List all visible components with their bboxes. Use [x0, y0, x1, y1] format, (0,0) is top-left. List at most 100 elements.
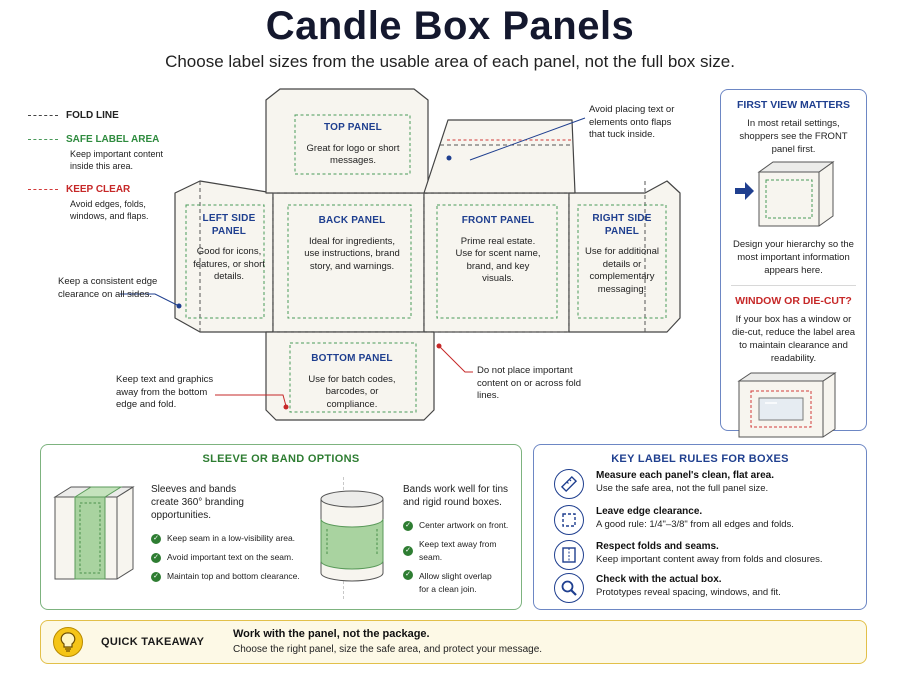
bottom-panel-label: BOTTOM PANEL Use for batch codes, barcod… [302, 353, 402, 411]
quick-takeaway-bar: QUICK TAKEAWAY Work with the panel, not … [40, 620, 867, 664]
leader-flaps [469, 117, 586, 161]
legend: FOLD LINE SAFE LABEL AREA Keep important… [28, 110, 168, 222]
safe-area-front [436, 204, 558, 319]
back-panel-desc: Ideal for ingredients, use instructions,… [304, 235, 400, 272]
check-item-text: Keep seam in a low-visibility area. [167, 533, 296, 543]
legend-fold-label: FOLD LINE [66, 110, 119, 121]
check-item-text: Maintain top and bottom clearance. [167, 571, 300, 581]
safe-area-left [185, 204, 265, 319]
safe-area-bottom [289, 342, 417, 413]
right-side-panel-shape [568, 180, 681, 333]
rule-desc: Keep important content away from folds a… [596, 554, 823, 565]
rule-item: Leave edge clearance. A good rule: 1/4"–… [554, 505, 794, 535]
check-item-text: Avoid important text on the seam. [167, 552, 294, 562]
check-icon: ✓ [403, 546, 413, 556]
sleeve-left-checklist: ✓ Keep seam in a low-visibility area. ✓ Av… [151, 532, 300, 583]
front-panel-desc: Prime real estate. Use for scent name, b… [455, 235, 541, 285]
note-edge-clearance: Keep a consistent edge clearance on all … [58, 276, 158, 300]
page-title: Candle Box Panels [265, 4, 635, 48]
check-icon: ✓ [403, 570, 413, 580]
legend-clear-desc: Avoid edges, folds, windows, and flaps. [70, 199, 149, 221]
sleeve-left-column: Sleeves and bands create 360° branding o… [151, 483, 300, 589]
check-icon: ✓ [151, 533, 161, 544]
keep-clear-swatch [28, 189, 58, 190]
note-flaps: Avoid placing text or elements onto flap… [589, 104, 675, 140]
bottom-panel-desc: Use for batch codes, barcodes, or compli… [308, 373, 396, 410]
leader-bottom [215, 394, 287, 407]
sleeve-right-text: Bands work well for tins and rigid round… [403, 484, 509, 508]
legend-fold-line: FOLD LINE [28, 110, 168, 121]
leader-edge [120, 293, 180, 307]
leader-dot [176, 303, 182, 309]
front-box-illustration [721, 160, 866, 238]
rule-item: Respect folds and seams. Keep important … [554, 540, 823, 570]
round-tin-illustration [320, 490, 384, 582]
rule-title: Leave edge clearance. [596, 506, 703, 517]
first-view-hierarchy-text: Design your hierarchy so the most import… [733, 239, 854, 276]
top-panel-title: TOP PANEL [324, 122, 382, 133]
sleeve-title: SLEEVE OR BAND OPTIONS [202, 453, 360, 465]
front-panel-title: FRONT PANEL [461, 215, 535, 226]
check-item: ✓ Allow slight overlap for a clean join. [403, 570, 513, 596]
right-panel-label: RIGHT SIDE PANEL Use for additional deta… [574, 213, 670, 296]
sleeve-right-column: Bands work well for tins and rigid round… [403, 483, 513, 602]
crop-frame-icon [554, 505, 584, 535]
back-panel-label: BACK PANEL Ideal for ingredients, use in… [302, 215, 402, 273]
first-view-text: In most retail settings, shoppers see th… [739, 118, 848, 155]
check-item: ✓ Keep text away from seam. [403, 538, 513, 564]
sleeve-box-illustration [53, 486, 135, 580]
label-rules-card: KEY LABEL RULES FOR BOXES Measure each p… [533, 444, 867, 610]
legend-safe-label: SAFE LABEL AREA [66, 134, 160, 145]
legend-keep-clear: KEEP CLEAR [28, 184, 168, 195]
page-subtitle: Choose label sizes from the usable area … [165, 52, 735, 71]
rule-title: Measure each panel's clean, flat area. [596, 470, 775, 481]
takeaway-label: QUICK TAKEAWAY [101, 636, 205, 648]
rule-desc: A good rule: 1/4"–3/8" from all edges an… [596, 519, 794, 530]
box-window-icon [737, 372, 837, 438]
right-panel-title: RIGHT SIDE PANEL [592, 213, 652, 237]
leader-dot [283, 404, 289, 410]
window-title: WINDOW OR DIE-CUT? [735, 295, 852, 307]
legend-safe-area: SAFE LABEL AREA [28, 134, 168, 145]
back-panel-title: BACK PANEL [318, 215, 386, 226]
sleeve-right-checklist: ✓ Center artwork on front. ✓ Keep text awa… [403, 519, 513, 596]
rule-desc: Use the safe area, not the full panel si… [596, 483, 769, 494]
leader-dot [436, 343, 442, 349]
takeaway-sub: Choose the right panel, size the safe ar… [233, 644, 543, 655]
magnifier-icon [554, 573, 584, 603]
leader-fold [439, 346, 473, 373]
leader-dot [446, 155, 452, 161]
sleeve-options-card: SLEEVE OR BAND OPTIONS Sleeves and bands… [40, 444, 522, 610]
fold-line-swatch [28, 115, 58, 116]
legend-clear-label: KEEP CLEAR [66, 184, 131, 195]
check-item-text: Center artwork on front. [419, 520, 509, 530]
check-icon: ✓ [151, 571, 161, 582]
box-dieline [120, 88, 681, 421]
lightbulb-icon [53, 627, 83, 657]
check-icon: ✓ [403, 520, 413, 531]
safe-area-top [294, 114, 411, 175]
check-icon: ✓ [151, 552, 161, 563]
top-panel-desc: Great for logo or short messages. [306, 142, 400, 167]
legend-safe-desc: Keep important content inside this area. [70, 149, 164, 171]
check-item: ✓ Center artwork on front. [403, 519, 513, 532]
safe-area-swatch [28, 139, 58, 140]
check-item-text: Keep text away from seam. [419, 539, 497, 562]
rule-desc: Prototypes reveal spacing, windows, and … [596, 587, 781, 598]
rules-title: KEY LABEL RULES FOR BOXES [611, 453, 789, 465]
takeaway-main: Work with the panel, not the package. [233, 628, 430, 640]
rule-item: Measure each panel's clean, flat area. U… [554, 469, 774, 499]
front-panel-shape [423, 192, 570, 333]
card-divider [731, 285, 856, 286]
left-panel-label: LEFT SIDE PANEL Good for icons, features… [186, 213, 272, 284]
ruler-icon [554, 469, 584, 499]
note-fold-lines: Do not place important content on or acr… [477, 365, 582, 401]
check-item-text: Allow slight overlap for a clean join. [419, 571, 492, 594]
box-front-icon [735, 161, 835, 227]
tuck-flap-shape [423, 119, 576, 194]
left-panel-desc: Good for icons, features, or short detai… [193, 246, 265, 282]
panel-seam-icon [554, 540, 584, 570]
left-panel-title: LEFT SIDE PANEL [202, 213, 256, 237]
right-panel-desc: Use for additional details or complement… [585, 246, 659, 295]
safe-area-back [287, 204, 412, 319]
